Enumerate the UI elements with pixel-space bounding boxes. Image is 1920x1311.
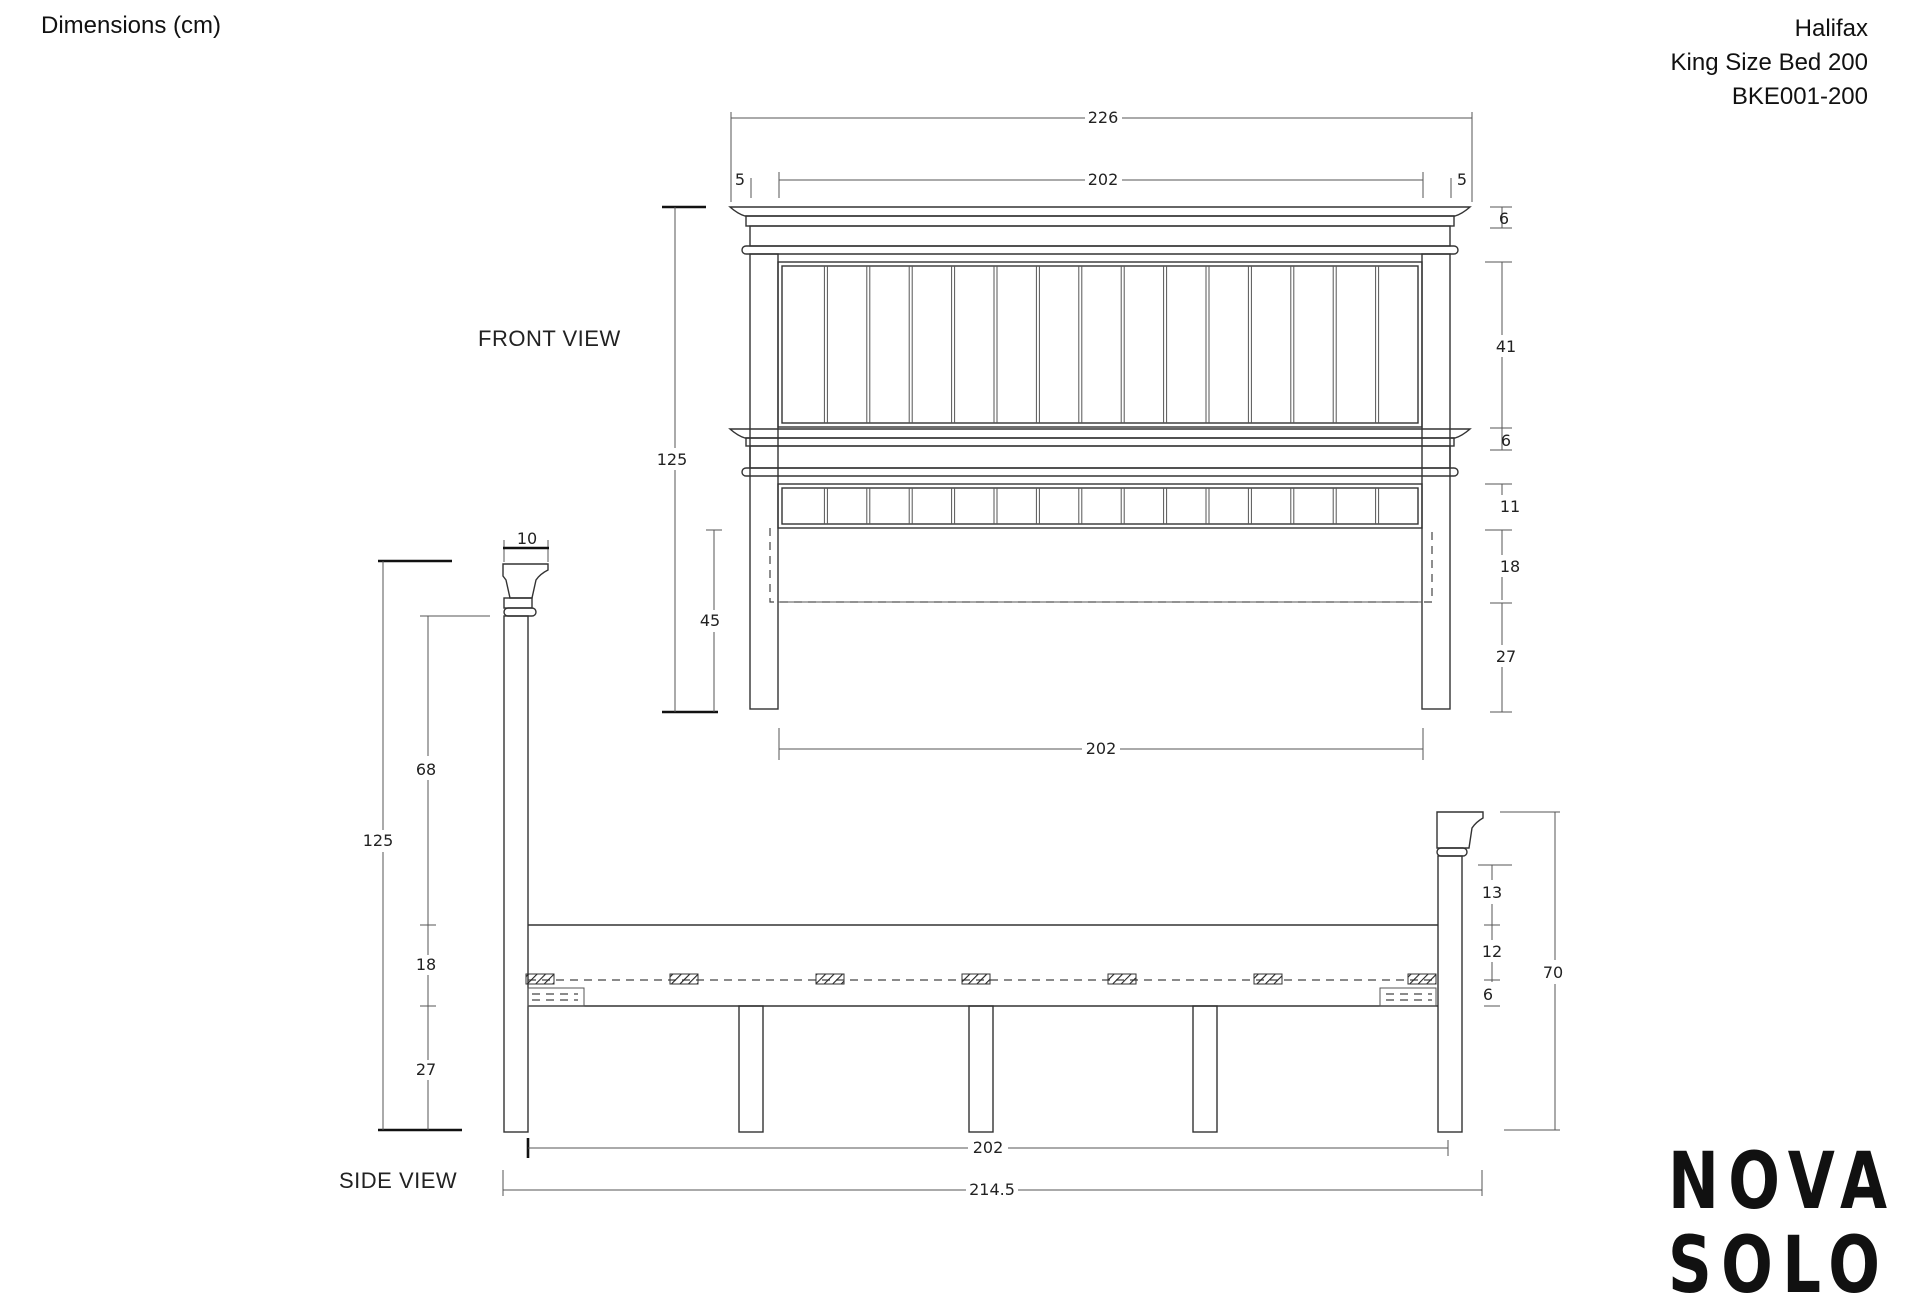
dim-foot-mid: 12 — [1482, 942, 1502, 961]
product-name: King Size Bed 200 — [1670, 49, 1868, 76]
front-right-dimension-stack: 6 41 6 11 18 27 — [1485, 206, 1520, 713]
logo-line-1: NOVA — [1668, 1137, 1897, 1227]
dim-side-leg: 27 — [416, 1060, 436, 1079]
dim-side-rail: 18 — [416, 955, 436, 974]
dim-panel-height: 41 — [1496, 337, 1516, 356]
dim-floor-to-rail: 45 — [700, 611, 720, 630]
product-sku: BKE001-200 — [1731, 83, 1868, 110]
dim-foot-top: 13 — [1482, 883, 1502, 902]
side-view-drawing: 10 125 68 18 27 70 13 12 6 — [363, 529, 1563, 1199]
slat-section — [1107, 973, 1137, 985]
slat-section — [1253, 973, 1283, 985]
dim-right-overhang: 5 — [1457, 170, 1467, 189]
side-slats — [525, 973, 1437, 985]
nova-solo-logo: NOVA SOLO — [1668, 1140, 1896, 1308]
slat-section — [1407, 973, 1437, 985]
dim-inner-width-top: 202 — [1088, 170, 1119, 189]
dim-footboard-height: 70 — [1543, 963, 1563, 982]
logo-line-2: SOLO — [1668, 1221, 1890, 1311]
technical-drawing: 226 202 5 5 125 45 — [363, 108, 1563, 1199]
slat-section — [525, 973, 555, 985]
dim-cornice-top: 6 — [1499, 209, 1509, 228]
front-view-drawing: 226 202 5 5 125 45 — [657, 108, 1520, 760]
dim-post-width: 10 — [517, 529, 537, 548]
dim-inner-width-bottom: 202 — [1086, 739, 1117, 758]
dim-rail-height: 18 — [1500, 557, 1520, 576]
collection-name: Halifax — [1794, 15, 1868, 42]
dimensions-title: Dimensions (cm) — [41, 12, 222, 39]
dim-post-upper: 68 — [416, 760, 436, 779]
front-view-label: FRONT VIEW — [478, 326, 621, 351]
dim-lower-panel: 11 — [1500, 497, 1520, 516]
slat-section — [815, 973, 845, 985]
dim-headboard-height: 125 — [363, 831, 394, 850]
side-view-label: SIDE VIEW — [339, 1168, 458, 1193]
slat-section — [961, 973, 991, 985]
dim-cornice-mid: 6 — [1501, 431, 1511, 450]
dim-leg-height: 27 — [1496, 647, 1516, 666]
upper-panel-slats — [823, 266, 1380, 423]
dim-foot-rail: 6 — [1483, 985, 1493, 1004]
lower-panel-slats — [823, 488, 1380, 524]
dim-inner-length: 202 — [973, 1138, 1004, 1157]
dim-overall-length: 214.5 — [969, 1180, 1015, 1199]
product-info: Halifax King Size Bed 200 BKE001-200 — [1671, 12, 1868, 114]
dim-overall-width: 226 — [1088, 108, 1119, 127]
dim-front-height: 125 — [657, 450, 688, 469]
slat-section — [669, 973, 699, 985]
dim-left-overhang: 5 — [735, 170, 745, 189]
